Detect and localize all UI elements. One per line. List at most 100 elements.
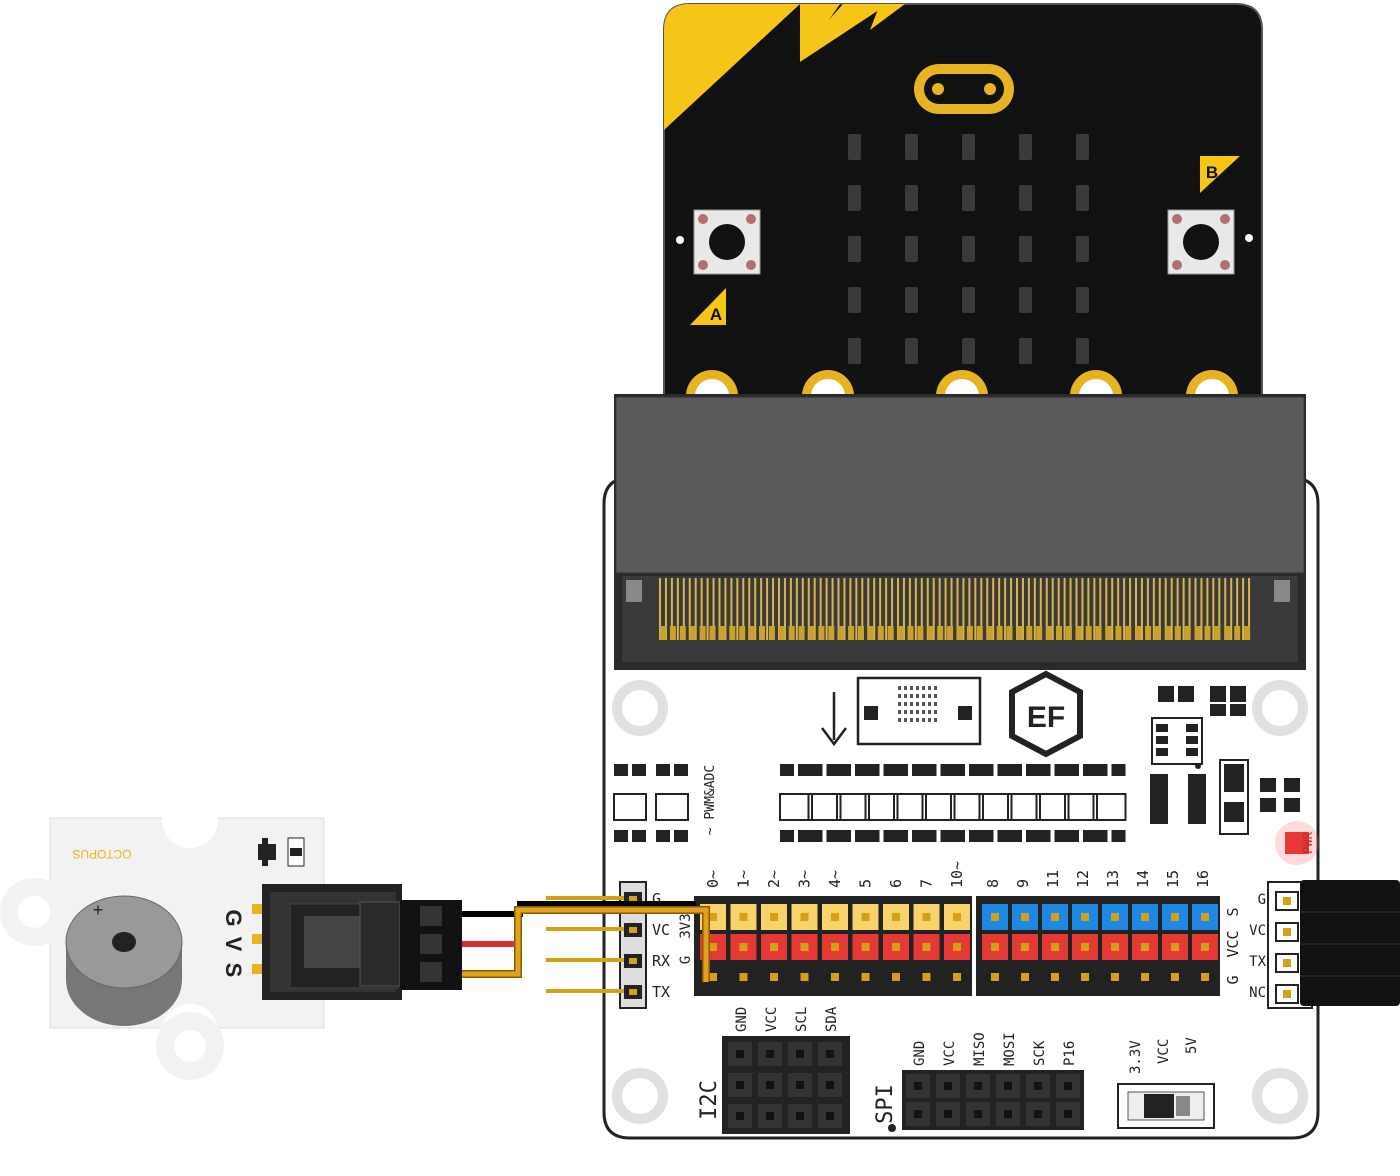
led (848, 185, 861, 211)
power-option-label: VCC (1156, 1039, 1172, 1064)
led (962, 236, 975, 262)
button-a[interactable] (693, 209, 761, 275)
power-option-labels: 3.3V VCC 5V (1128, 1037, 1200, 1074)
led (1019, 287, 1032, 313)
left-header-side-g: G (678, 956, 694, 964)
led (1019, 338, 1032, 364)
right-side-label: VCC (1224, 930, 1242, 957)
buzzer-smd (258, 837, 305, 867)
led (848, 134, 861, 160)
spi-title: SPI (873, 1084, 898, 1124)
gpio-pin-label: 9 (1014, 879, 1032, 888)
gpio-pin-label: 10~ (948, 861, 966, 888)
led (848, 287, 861, 313)
led (1019, 236, 1032, 262)
led (1076, 236, 1089, 262)
buzzer-icon: + (65, 895, 183, 1026)
right-header-label: VC (1249, 923, 1266, 939)
led (905, 338, 918, 364)
left-header-label: TX (652, 983, 670, 1001)
pwm-adc-label: ~ PWM&ADC (703, 765, 718, 835)
left-header-label: VC (652, 921, 670, 939)
led (962, 185, 975, 211)
buzzer-pin-label: G (221, 909, 246, 926)
right-cable[interactable] (1275, 880, 1400, 1006)
gpio-pin-label: 2~ (765, 870, 783, 888)
led (1076, 287, 1089, 313)
button-a-label: A (710, 305, 722, 324)
spi-pin-label: MISO (972, 1032, 988, 1066)
mounting-hole (612, 680, 668, 736)
left-header-label: G (652, 890, 661, 908)
gpio-pin-label: 6 (887, 879, 905, 888)
power-option-label: 3.3V (1128, 1040, 1144, 1074)
led (1076, 185, 1089, 211)
led (1019, 134, 1032, 160)
wire-signal (462, 907, 709, 982)
right-header-label: NC (1249, 985, 1266, 1001)
right-header-label: G (1258, 892, 1266, 908)
ef-logo-text: EF (1027, 701, 1065, 734)
i2c-pin-label: SDA (824, 1006, 840, 1032)
led-matrix (848, 134, 1089, 364)
button-b-label: B (1206, 163, 1218, 182)
buzzer-connector[interactable] (262, 884, 462, 1000)
mounting-hole (1252, 1068, 1308, 1124)
led (848, 338, 861, 364)
led (905, 185, 918, 211)
left-header-labels: G VC RX TX (652, 890, 670, 1001)
mounting-hole (612, 1068, 668, 1124)
gpio-pin-grid (700, 904, 1218, 990)
buzzer-pin-label: V (221, 937, 246, 952)
mini-led-grid (898, 686, 937, 722)
left-header-side-3v3: 3V3 (678, 913, 694, 938)
mounting-hole (1252, 680, 1308, 736)
led (1076, 338, 1089, 364)
gpio-pin-label: 0~ (704, 870, 722, 888)
gpio-pin-label: 14 (1134, 870, 1152, 888)
led (905, 236, 918, 262)
power-led: PWR (1275, 821, 1319, 865)
led (1019, 185, 1032, 211)
spi-pin-label: VCC (942, 1041, 958, 1066)
breakout-board: EF PWR ~ PWM&ADC (546, 394, 1400, 1140)
gpio-pin-label: 11 (1044, 870, 1062, 888)
led (905, 287, 918, 313)
gpio-pin-label: 1~ (735, 870, 753, 888)
gpio-pin-label: 16 (1194, 870, 1212, 888)
led (962, 134, 975, 160)
microbit-board: A B (663, 3, 1263, 422)
gpio-pin-label: 3~ (796, 870, 814, 888)
button-b-marker: B (1200, 156, 1240, 193)
buzzer-polarity: + (93, 900, 104, 920)
right-side-label: G (1224, 975, 1242, 984)
left-header-label: RX (652, 952, 670, 970)
led (1076, 134, 1089, 160)
gpio-pin-label: 7 (918, 879, 936, 888)
led (962, 338, 975, 364)
right-header-label: TX (1249, 954, 1266, 970)
button-a-marker: A (690, 288, 726, 325)
spi-pin-label: SCK (1032, 1040, 1048, 1066)
power-switch[interactable]: 3.3V VCC 5V (1117, 1037, 1215, 1129)
edge-connector-pins (659, 578, 1251, 640)
ef-logo: EF (1009, 670, 1083, 758)
orientation-indicator (821, 676, 982, 747)
led (905, 134, 918, 160)
led (962, 287, 975, 313)
buzzer-module: OCTOPUS + GVS (0, 792, 325, 1080)
buzzer-pin-label: S (221, 963, 246, 978)
smd-components (1150, 686, 1300, 835)
spi-pin-label: MOSI (1002, 1032, 1018, 1066)
button-b[interactable] (1167, 209, 1235, 275)
power-option-label: 5V (1184, 1037, 1200, 1054)
i2c-pin-label: GND (734, 1007, 750, 1032)
